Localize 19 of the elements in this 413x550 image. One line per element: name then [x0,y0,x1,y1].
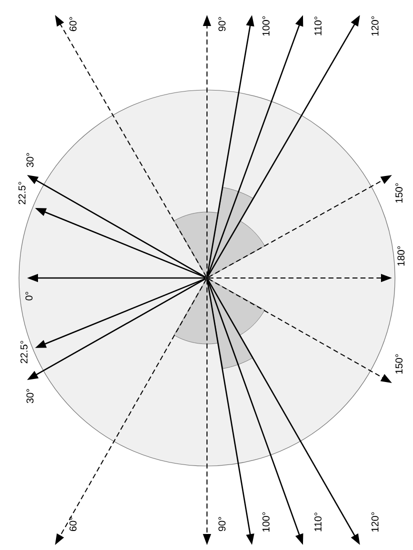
center-point [206,276,208,280]
angle-label: 110° [314,16,322,36]
angle-label: 100° [262,16,270,36]
angle-label: 120° [371,16,379,36]
angle-label: 90° [218,517,226,532]
angle-label: 22.5° [20,340,28,364]
angle-label: 150° [395,183,403,203]
angle-label: 0° [25,292,33,300]
angle-label: 110° [314,512,322,532]
angle-label: 60° [69,17,77,32]
angle-label: 180° [397,246,405,266]
angle-label: 100° [262,512,270,532]
angle-label: 22.5° [18,182,26,204]
angle-label: 30° [26,389,34,404]
angle-label: 90° [218,17,226,32]
angle-label: 30° [26,153,34,168]
angle-label: 120° [371,512,379,532]
angle-label: 60° [69,517,77,532]
angle-label: 150° [395,354,403,374]
